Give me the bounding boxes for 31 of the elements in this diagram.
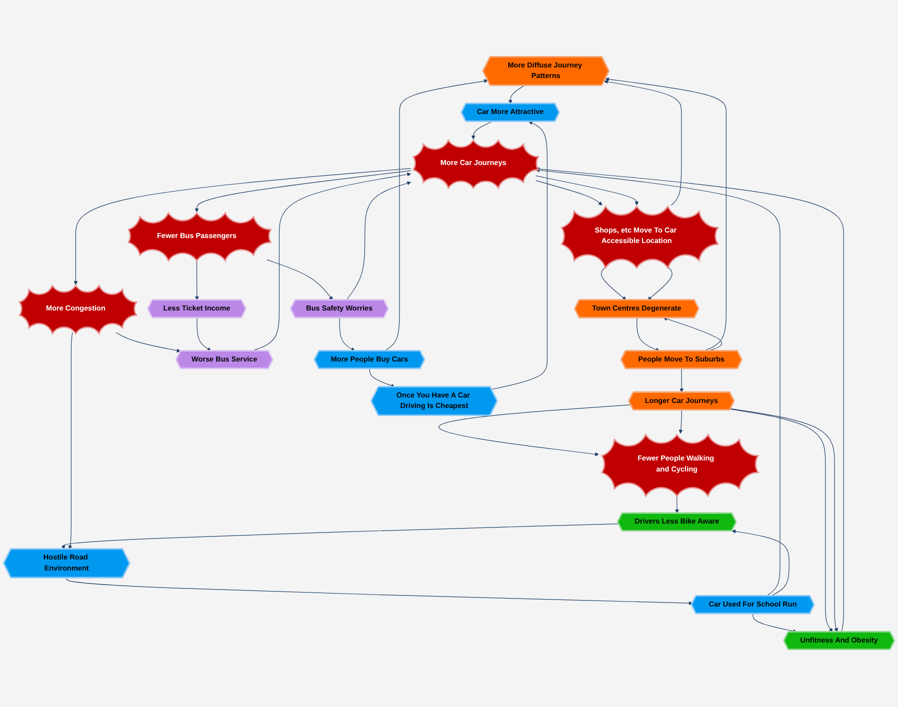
arrow [675,495,680,514]
arrow [508,86,525,104]
arrow [536,168,844,633]
arrow [194,260,199,301]
arrow [61,524,620,550]
arrow [648,266,672,301]
arrow [116,332,181,354]
arrow [601,266,626,301]
arrow [68,332,73,550]
arrow [536,180,602,206]
arrow [339,318,355,352]
arrow [369,368,395,388]
arrow [680,368,684,393]
arrow [384,80,488,352]
arrow [194,170,412,213]
arrow [732,530,790,597]
arrow [66,578,693,606]
arrow [266,260,333,301]
arrow [74,168,412,286]
arrow [536,176,639,206]
arrow [536,168,780,597]
arrow [752,614,797,634]
arrow [604,80,682,206]
arrow [663,318,722,352]
arrow [438,404,632,457]
arrow [196,318,212,352]
arrow [678,410,683,434]
arrow [491,122,548,390]
arrow [636,318,660,352]
arrow [346,182,412,301]
arrow [605,78,726,352]
